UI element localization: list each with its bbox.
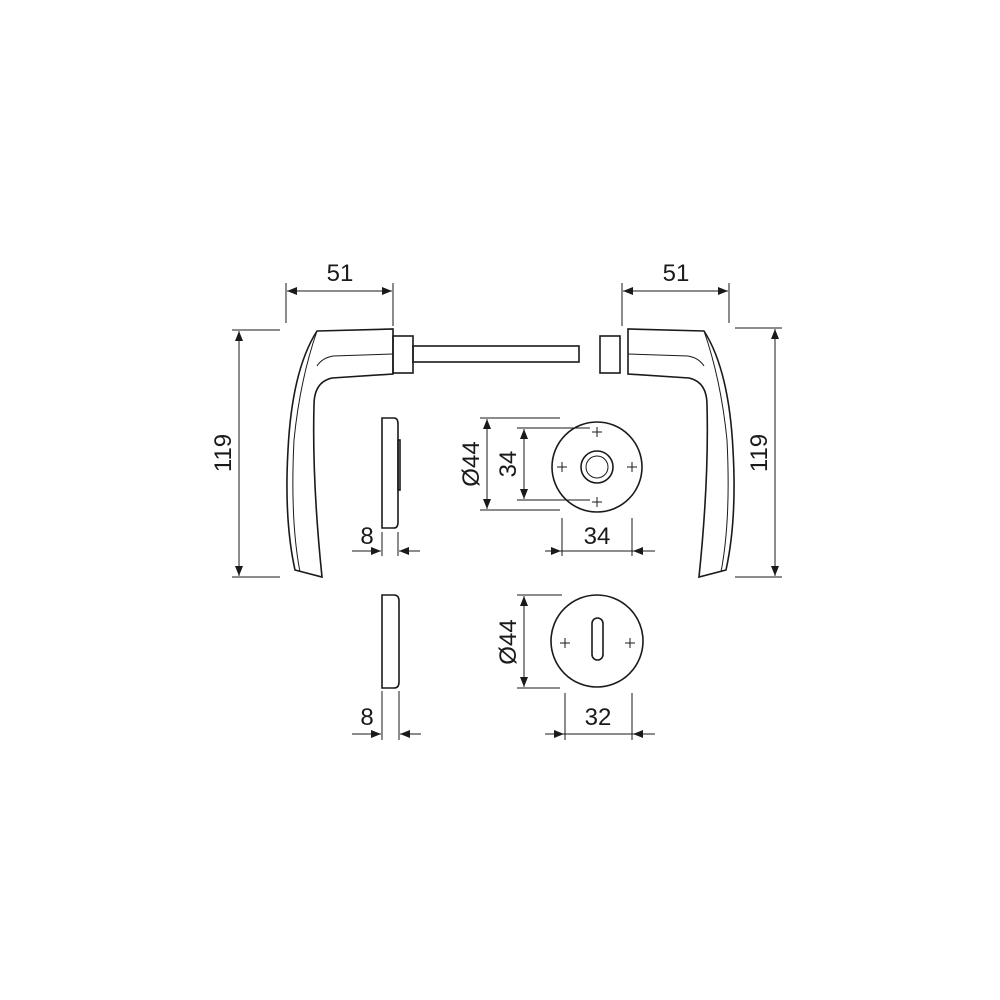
dim-escutcheon-diameter: Ø44 bbox=[495, 619, 522, 664]
dim-rose-34-vertical: 34 bbox=[495, 451, 522, 478]
left-handle bbox=[286, 328, 580, 579]
dim-rose-diameter: Ø44 bbox=[458, 441, 485, 486]
dim-left-51: 51 bbox=[327, 260, 354, 287]
dim-escutcheon-32: 32 bbox=[585, 704, 612, 731]
dim-rose-34-horizontal: 34 bbox=[584, 523, 611, 550]
right-handle bbox=[599, 328, 735, 579]
dim-right-51: 51 bbox=[663, 260, 690, 287]
escutcheon-front-view bbox=[517, 594, 655, 740]
dim-rose-8: 8 bbox=[360, 523, 373, 550]
escutcheon-side-view bbox=[352, 594, 421, 740]
rose-front-view bbox=[480, 417, 655, 556]
right-handle-dimensions bbox=[621, 283, 782, 578]
dim-right-119: 119 bbox=[746, 434, 773, 472]
left-handle-dimensions bbox=[232, 283, 394, 578]
dim-left-119: 119 bbox=[210, 434, 237, 472]
rose-side-view bbox=[352, 417, 420, 556]
dim-escutcheon-8: 8 bbox=[360, 704, 373, 731]
